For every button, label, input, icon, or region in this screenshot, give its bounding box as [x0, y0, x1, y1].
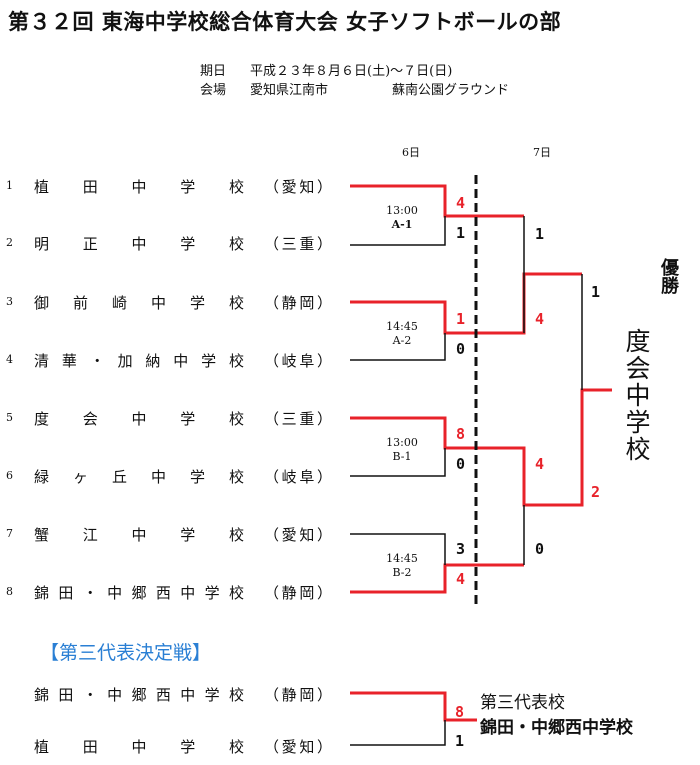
third-result-label: 第三代表校 — [480, 693, 565, 713]
team-name: 清華・加納中学校 — [34, 352, 246, 370]
team-prefecture: （愛知） — [264, 526, 332, 544]
champion-name: 度会中学校 — [622, 328, 651, 463]
venue-city: 愛知県江南市 — [250, 83, 329, 98]
score: 0 — [456, 455, 466, 473]
team-name: 御前崎中学校 — [34, 294, 246, 312]
team-number: 8 — [6, 585, 13, 598]
score: 4 — [456, 570, 466, 588]
page-title: 第３２回 東海中学校総合体育大会 女子ソフトボールの部 — [8, 10, 562, 34]
team-prefecture: （三重） — [264, 235, 332, 253]
team-number: 4 — [6, 353, 13, 366]
third-team-pref: （愛知） — [264, 738, 332, 756]
score: 0 — [456, 340, 466, 358]
score: 1 — [535, 225, 545, 243]
team-name: 錦田・中郷西中学校 — [34, 584, 246, 602]
loser-lines — [350, 216, 583, 746]
team-number: 6 — [6, 469, 13, 482]
venue-place: 蘇南公園グラウンド — [392, 83, 510, 98]
third-team-pref: （静岡） — [264, 686, 332, 704]
score: 1 — [591, 283, 601, 301]
team-prefecture: （岐阜） — [264, 468, 332, 486]
score: 0 — [535, 540, 545, 558]
team-prefecture: （岐阜） — [264, 352, 332, 370]
day-label: 7日 — [533, 146, 551, 159]
score: 1 — [456, 224, 466, 242]
team-prefecture: （三重） — [264, 410, 332, 428]
team-name: 植田中学校 — [34, 178, 246, 196]
score: 8 — [456, 425, 466, 443]
venue-label: 会場 — [200, 83, 227, 98]
date-label: 期日 — [200, 64, 227, 79]
team-name: 明正中学校 — [34, 235, 246, 253]
team-prefecture: （愛知） — [264, 178, 332, 196]
score: 1 — [455, 732, 465, 750]
team-prefecture: （静岡） — [264, 584, 332, 602]
score: 1 — [456, 310, 466, 328]
team-name: 度会中学校 — [34, 410, 246, 428]
team-number: 2 — [6, 236, 13, 249]
third-team-name: 錦田・中郷西中学校 — [34, 686, 246, 704]
team-prefecture: （静岡） — [264, 294, 332, 312]
date-value: 平成２３年８月６日(土)～７日(日) — [250, 64, 453, 79]
team-number: 5 — [6, 411, 13, 424]
team-name: 蟹江中学校 — [34, 526, 246, 544]
team-number: 1 — [6, 179, 13, 192]
third-team-name: 植田中学校 — [34, 738, 246, 756]
team-number: 3 — [6, 295, 13, 308]
day-label: 6日 — [402, 146, 420, 159]
score: 4 — [456, 194, 466, 212]
team-name: 緑ヶ丘中学校 — [34, 468, 246, 486]
score: 3 — [456, 540, 466, 558]
team-number: 7 — [6, 527, 13, 540]
score: 2 — [591, 483, 601, 501]
champion-label: 優勝 — [658, 258, 679, 294]
score: 4 — [535, 455, 545, 473]
third-winner: 錦田・中郷西中学校 — [480, 718, 633, 738]
third-place-title: 【第三代表決定戦】 — [40, 642, 212, 664]
score: 8 — [455, 703, 465, 721]
winner-lines — [350, 184, 612, 722]
score: 4 — [535, 310, 545, 328]
